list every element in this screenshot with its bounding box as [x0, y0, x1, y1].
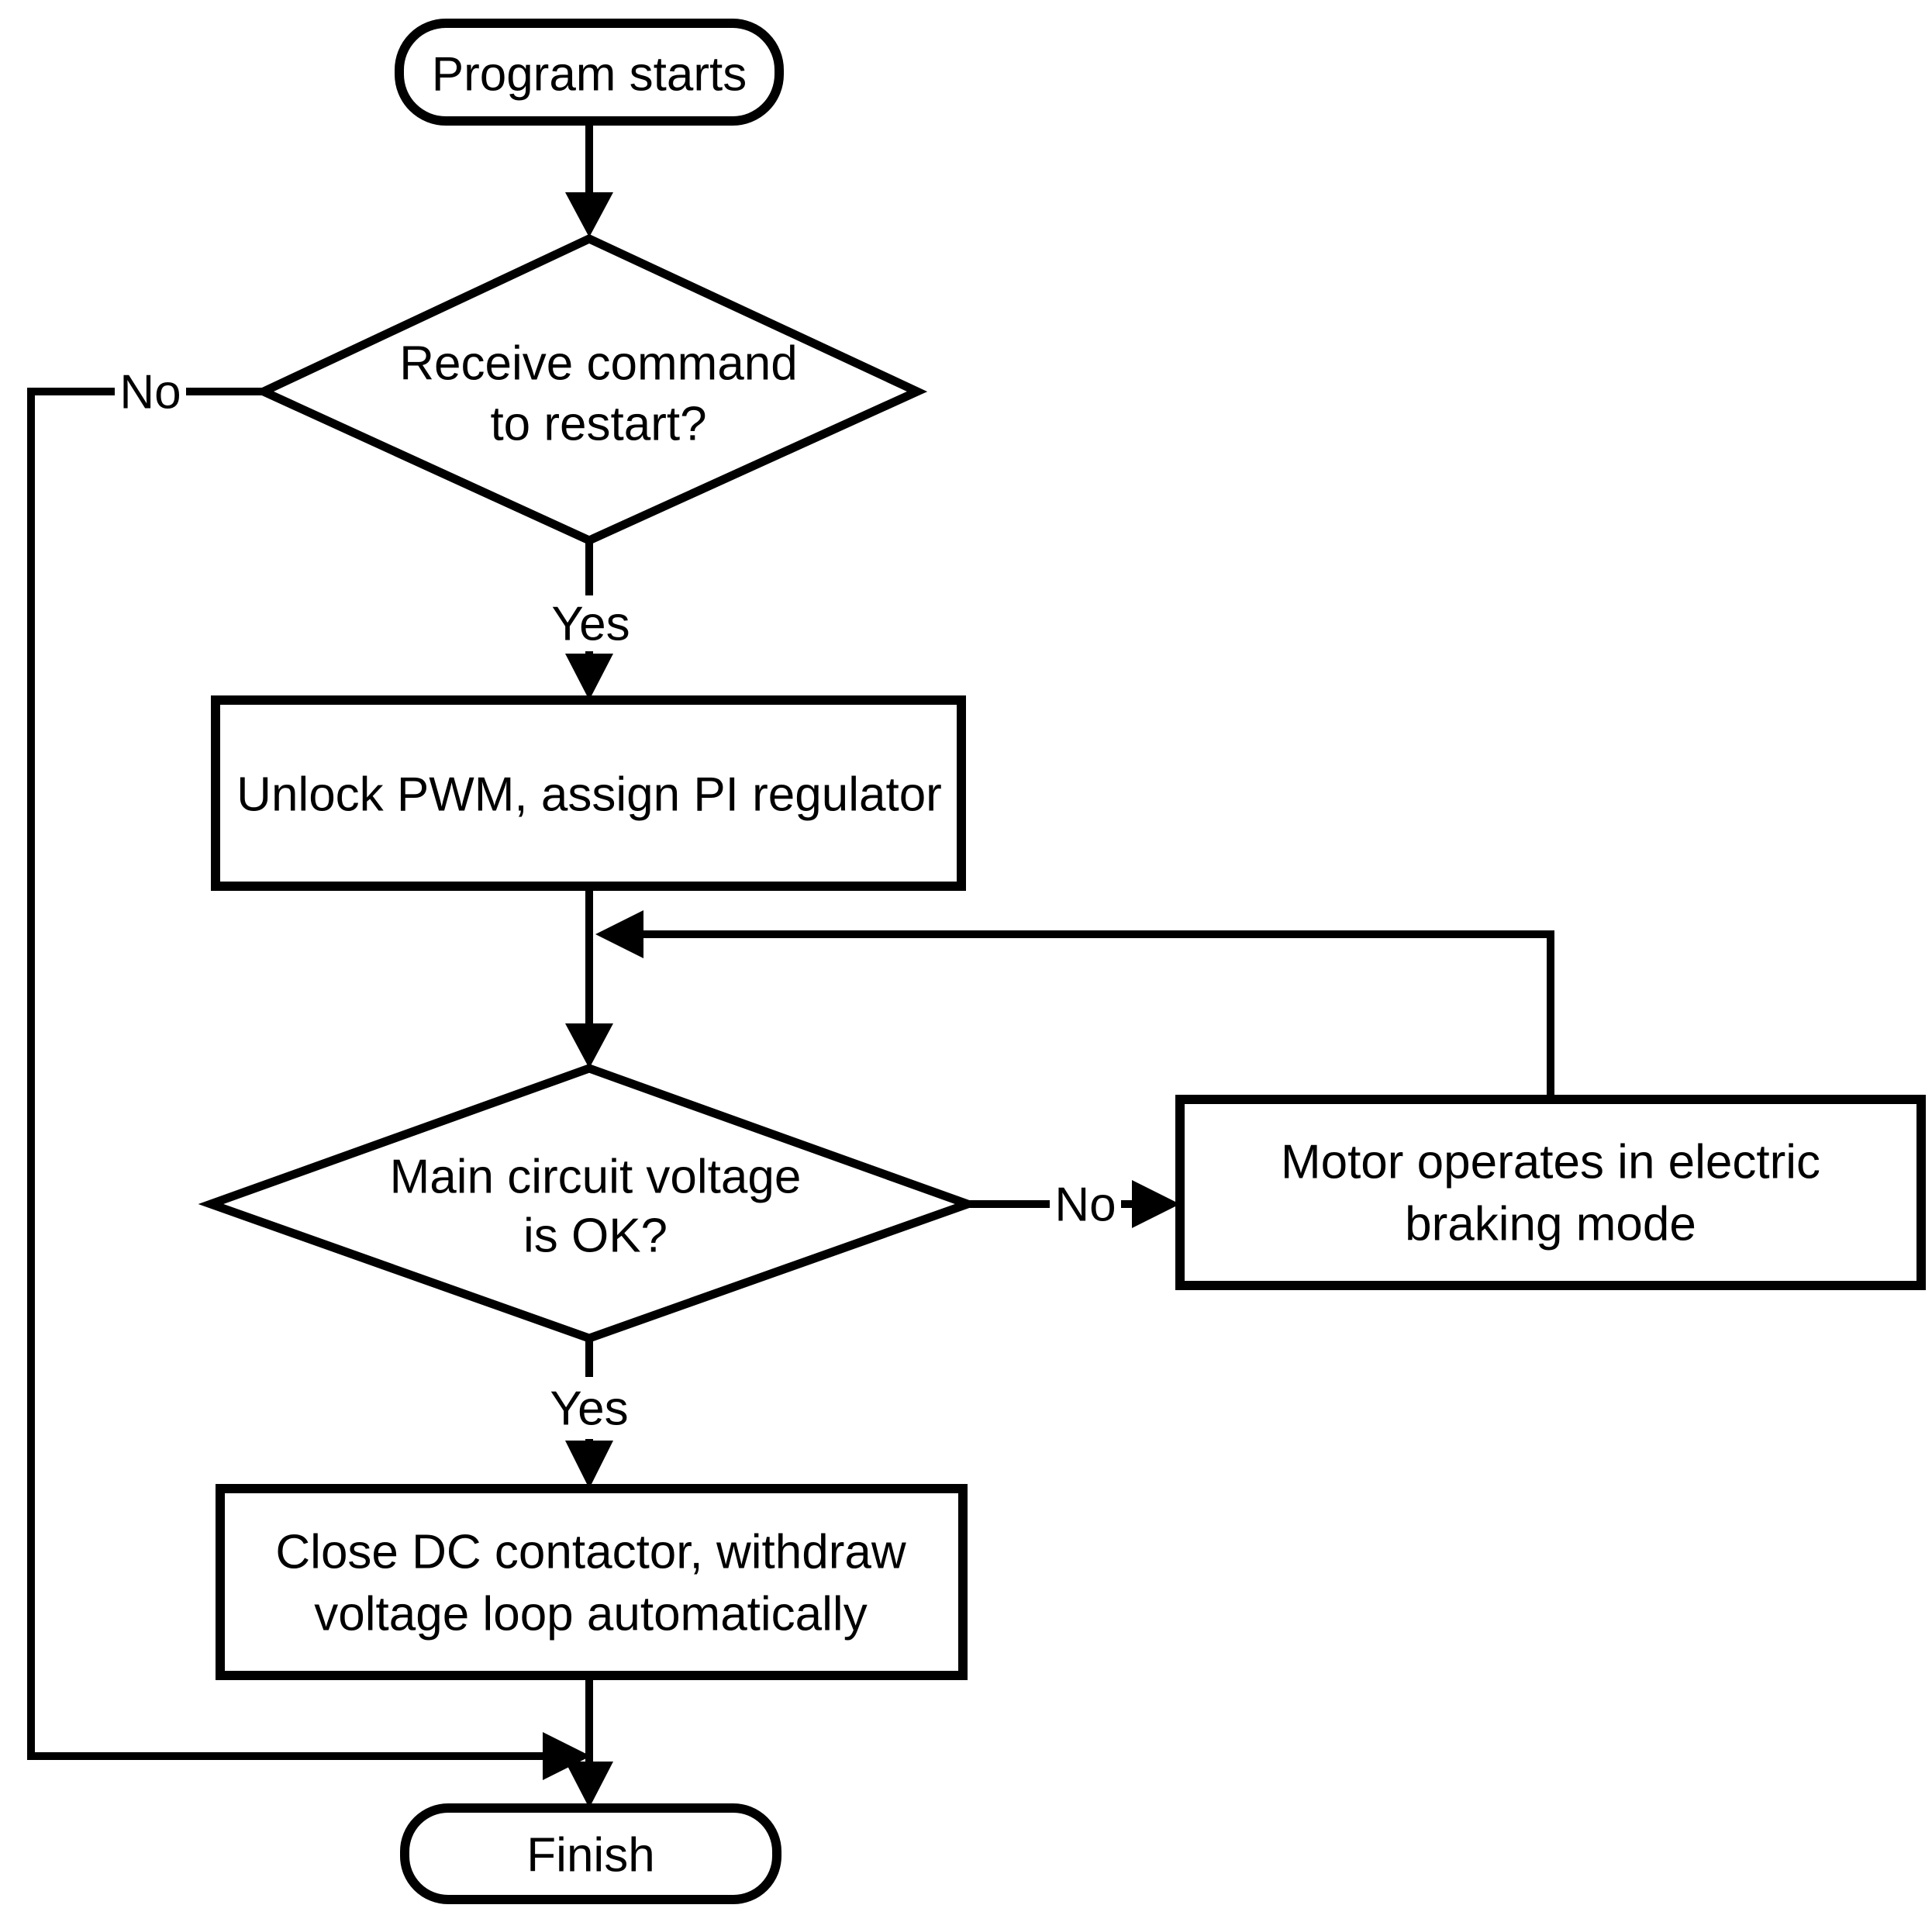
edge-label-voltage-yes: Yes — [550, 1382, 628, 1436]
arrowhead-right-into-motor-box — [1132, 1180, 1180, 1228]
process-motor-braking — [1175, 1095, 1926, 1290]
label-gap-voltage-yes — [541, 1377, 637, 1439]
arrowhead-down-into-unlock-box — [565, 654, 613, 700]
label-gap-restart-no — [115, 364, 186, 419]
terminator-finish — [400, 1803, 781, 1904]
edge-label-restart-no: No — [119, 366, 181, 419]
decision-receive-command-line1: Receive command — [399, 337, 797, 391]
decision-receive-command — [253, 233, 928, 546]
decision-receive-command-line2: to restart? — [490, 398, 706, 451]
decision-main-circuit-voltage-line1: Main circuit voltage — [390, 1151, 802, 1204]
terminator-program-starts — [395, 19, 784, 126]
process-unlock-pwm-label: Unlock PWM, assign PI regulator — [236, 768, 942, 822]
label-gap-restart-yes — [543, 595, 639, 651]
edge-label-voltage-no: No — [1054, 1178, 1116, 1232]
decision-main-circuit-voltage — [198, 1064, 981, 1343]
process-close-dc-contactor-line1: Close DC contactor, withdraw — [275, 1526, 906, 1579]
edge-label-restart-yes: Yes — [551, 598, 630, 651]
process-motor-braking-line2: braking mode — [1405, 1198, 1696, 1251]
process-close-dc-contactor-line2: voltage loop automatically — [314, 1588, 867, 1641]
connector-motor-feedback — [643, 930, 1554, 1099]
arrowhead-down-into-close-box — [565, 1441, 613, 1489]
label-gap-voltage-no — [1050, 1177, 1121, 1231]
arrowhead-down-into-restart-decision — [565, 192, 613, 237]
arrowhead-right-into-finish-stem — [543, 1732, 591, 1780]
process-close-dc-contactor — [216, 1484, 968, 1680]
decision-main-circuit-voltage-line2: is OK? — [523, 1210, 668, 1263]
process-unlock-pwm — [211, 695, 966, 891]
terminator-finish-label: Finish — [526, 1829, 654, 1882]
terminator-program-starts-label: Program starts — [432, 48, 747, 102]
process-motor-braking-line1: Motor operates in electric — [1281, 1136, 1820, 1189]
arrowhead-down-into-voltage-decision — [565, 1023, 613, 1068]
arrowhead-down-into-finish — [565, 1762, 613, 1808]
arrowhead-left-into-voltage-stem — [595, 910, 643, 958]
